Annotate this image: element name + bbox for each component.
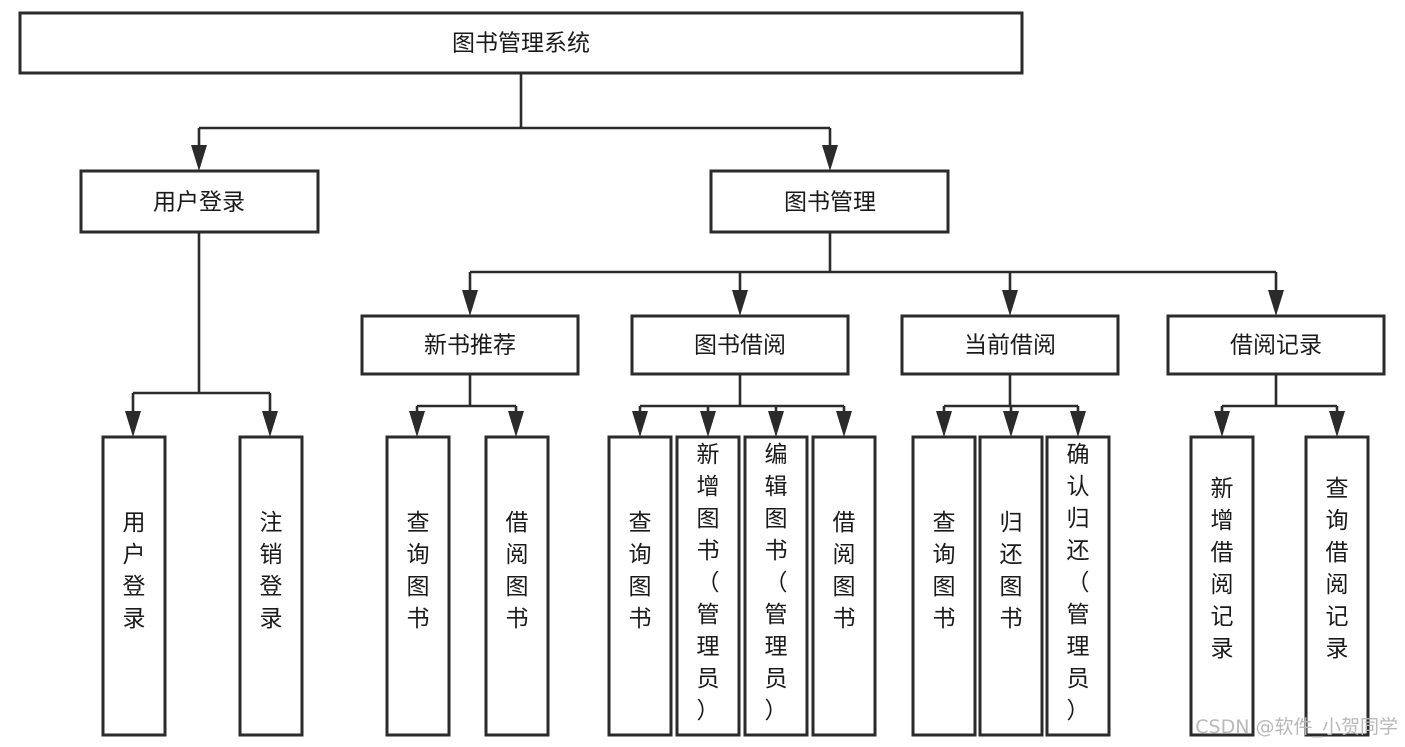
leaf-edit-book-label: 编辑图书（管理员）: [765, 442, 788, 724]
arrow-head-leaf-return-book: [1003, 411, 1019, 437]
connector-group-user-login: [125, 232, 278, 437]
leaf-add-book-label: 新增图书（管理员）: [697, 442, 720, 724]
leaf-add-book[interactable]: 新增图书（管理员）: [675, 435, 741, 737]
leaf-return-book-box[interactable]: [978, 435, 1044, 737]
node-new-book-recommend-label: 新书推荐: [424, 333, 516, 359]
leaf-query-book-2-label: 查询图书: [629, 510, 652, 632]
leaf-query-record[interactable]: 查询借阅记录: [1304, 435, 1370, 737]
connector-group-borrow-record: [1214, 374, 1345, 437]
node-user-login-box[interactable]: [79, 169, 320, 234]
leaf-add-record-box[interactable]: [1189, 435, 1255, 737]
leaf-borrow-book-1[interactable]: 借阅图书: [484, 435, 550, 737]
leaf-borrow-book-2-box[interactable]: [811, 435, 877, 737]
arrow-head-book-borrow: [732, 290, 748, 316]
node-new-book-recommend[interactable]: 新书推荐: [360, 314, 580, 376]
leaf-query-record-box[interactable]: [1304, 435, 1370, 737]
arrow-head-leaf-borrow-book-1: [508, 411, 524, 437]
node-book-borrow[interactable]: 图书借阅: [630, 314, 850, 376]
connector-group-new-book-recommend: [409, 374, 524, 437]
leaf-borrow-book-1-label: 借阅图书: [506, 510, 529, 632]
leaf-return-book-label: 归还图书: [1000, 510, 1023, 632]
leaf-query-book-3-box[interactable]: [911, 435, 977, 737]
connector-group-book-management: [462, 232, 1284, 316]
leaf-query-record-label: 查询借阅记录: [1326, 476, 1349, 662]
connector-group-book-borrow: [632, 374, 852, 437]
node-root-box[interactable]: [18, 11, 1024, 75]
arrow-head-book-management: [822, 145, 838, 171]
csdn-watermark: CSDN @软件_小贺同学: [1195, 716, 1398, 738]
arrow-head-leaf-query-record: [1329, 411, 1345, 437]
node-borrow-record-label: 借阅记录: [1230, 333, 1322, 359]
leaf-borrow-book-2-label: 借阅图书: [833, 510, 856, 632]
leaf-query-book-1-box[interactable]: [385, 435, 451, 737]
node-book-borrow-box[interactable]: [630, 314, 850, 376]
leaf-return-book[interactable]: 归还图书: [978, 435, 1044, 737]
leaf-add-record-label: 新增借阅记录: [1211, 476, 1234, 662]
connector-group-root: [191, 73, 838, 171]
leaf-user-logout-label: 注销登录: [260, 510, 283, 632]
leaf-edit-book[interactable]: 编辑图书（管理员）: [743, 435, 809, 737]
node-current-borrow-label: 当前借阅: [964, 333, 1056, 359]
leaf-query-book-2-box[interactable]: [607, 435, 673, 737]
node-borrow-record-box[interactable]: [1166, 314, 1386, 376]
leaf-add-record[interactable]: 新增借阅记录: [1189, 435, 1255, 737]
leaf-confirm-return[interactable]: 确认归还（管理员）: [1045, 435, 1111, 737]
arrow-head-current-borrow: [1002, 290, 1018, 316]
leaf-borrow-book-2[interactable]: 借阅图书: [811, 435, 877, 737]
arrow-head-leaf-borrow-book-2: [836, 411, 852, 437]
leaf-query-book-1-label: 查询图书: [407, 510, 430, 632]
node-book-borrow-label: 图书借阅: [694, 333, 786, 359]
arrow-head-new-book-recommend: [462, 290, 478, 316]
connector-group-current-borrow: [936, 374, 1086, 437]
node-current-borrow[interactable]: 当前借阅: [900, 314, 1120, 376]
leaf-borrow-book-1-box[interactable]: [484, 435, 550, 737]
node-user-login[interactable]: 用户登录: [79, 169, 320, 234]
arrow-head-borrow-record: [1268, 290, 1284, 316]
leaf-confirm-return-label: 确认归还（管理员）: [1067, 442, 1090, 724]
leaf-user-login-box[interactable]: [101, 435, 167, 737]
leaf-user-logout[interactable]: 注销登录: [238, 435, 304, 737]
leaf-query-book-3[interactable]: 查询图书: [911, 435, 977, 737]
leaf-query-book-2[interactable]: 查询图书: [607, 435, 673, 737]
node-book-management-box[interactable]: [709, 169, 950, 234]
node-book-management[interactable]: 图书管理: [709, 169, 950, 234]
leaf-user-logout-box[interactable]: [238, 435, 304, 737]
arrow-head-leaf-edit-book: [768, 411, 784, 437]
arrow-head-leaf-add-book: [700, 411, 716, 437]
arrow-head-leaf-user-logout: [262, 411, 278, 437]
node-user-login-label: 用户登录: [153, 190, 245, 216]
node-root-label: 图书管理系统: [452, 31, 590, 57]
node-current-borrow-box[interactable]: [900, 314, 1120, 376]
leaf-add-book-box[interactable]: [675, 435, 741, 737]
leaf-user-login[interactable]: 用户登录: [101, 435, 167, 737]
arrow-head-leaf-add-record: [1214, 411, 1230, 437]
leaf-edit-book-box[interactable]: [743, 435, 809, 737]
arrow-head-user-login: [191, 145, 207, 171]
leaf-query-book-3-label: 查询图书: [933, 510, 956, 632]
leaf-confirm-return-box[interactable]: [1045, 435, 1111, 737]
node-book-management-label: 图书管理: [784, 190, 876, 216]
node-root[interactable]: 图书管理系统: [18, 11, 1024, 75]
node-borrow-record[interactable]: 借阅记录: [1166, 314, 1386, 376]
arrow-head-leaf-query-book-3: [936, 411, 952, 437]
arrow-head-leaf-query-book-2: [632, 411, 648, 437]
arrow-head-leaf-user-login: [125, 411, 141, 437]
leaf-user-login-label: 用户登录: [123, 510, 146, 632]
arrow-head-leaf-query-book-1: [409, 411, 425, 437]
arrow-head-leaf-confirm-return: [1070, 411, 1086, 437]
node-new-book-recommend-box[interactable]: [360, 314, 580, 376]
leaf-query-book-1[interactable]: 查询图书: [385, 435, 451, 737]
